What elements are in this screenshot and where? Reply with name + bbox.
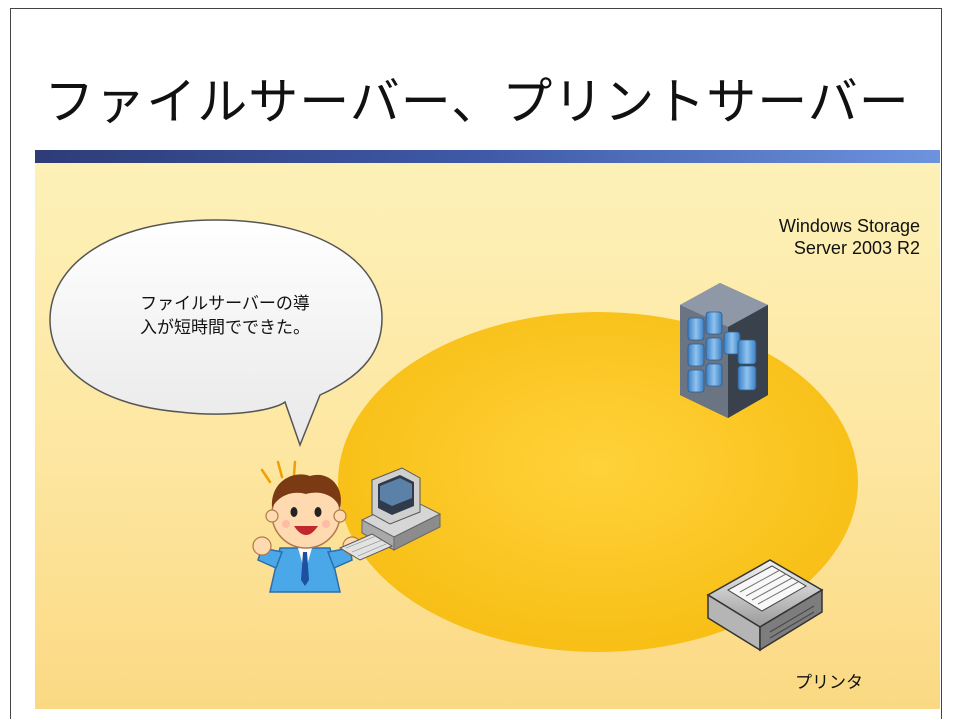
speech-bubble xyxy=(49,219,383,448)
server-rack-icon xyxy=(680,283,768,418)
slide-title: ファイルサーバー、プリントサーバー xyxy=(44,73,910,131)
server-label-line1: Windows Storage xyxy=(778,216,920,236)
server-label: Windows Storage Server 2003 R2 xyxy=(735,215,920,259)
printer-icon xyxy=(706,559,824,652)
server-label-line2: Server 2003 R2 xyxy=(793,238,920,258)
speech-bubble-line2: 入が短時間でできた。 xyxy=(140,318,310,338)
desktop-computer-icon xyxy=(338,467,442,561)
printer-label: プリンタ xyxy=(795,673,863,693)
title-underline-bar xyxy=(35,150,940,163)
slide-frame xyxy=(10,8,942,719)
speech-bubble-text: ファイルサーバーの導 入が短時間でできた。 xyxy=(100,292,350,340)
speech-bubble-line1: ファイルサーバーの導 xyxy=(140,294,310,314)
